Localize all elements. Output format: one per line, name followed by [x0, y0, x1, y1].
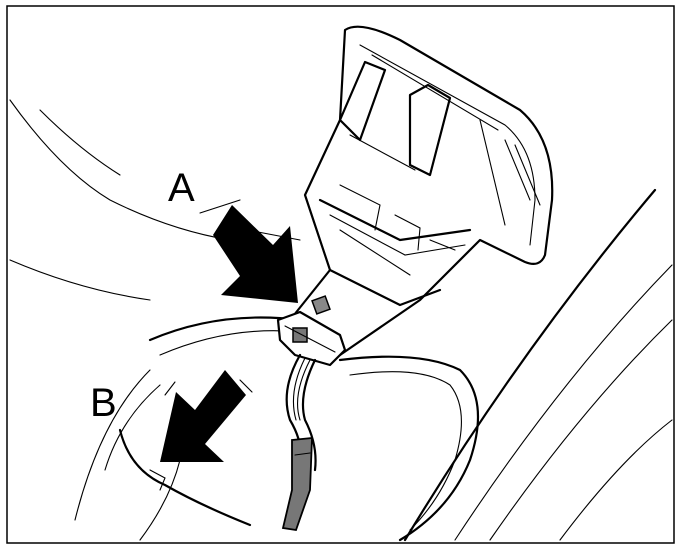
callout-a-label: A: [168, 166, 195, 210]
callout-b-label: B: [90, 381, 117, 425]
trim-panel: [9, 99, 673, 542]
arrow-b: [160, 370, 253, 462]
figure-border: [6, 5, 675, 544]
wiring-harness: [281, 353, 317, 532]
arrow-a: [199, 199, 301, 303]
wiring-connector: [276, 310, 347, 367]
switch-unit: [288, 25, 554, 357]
